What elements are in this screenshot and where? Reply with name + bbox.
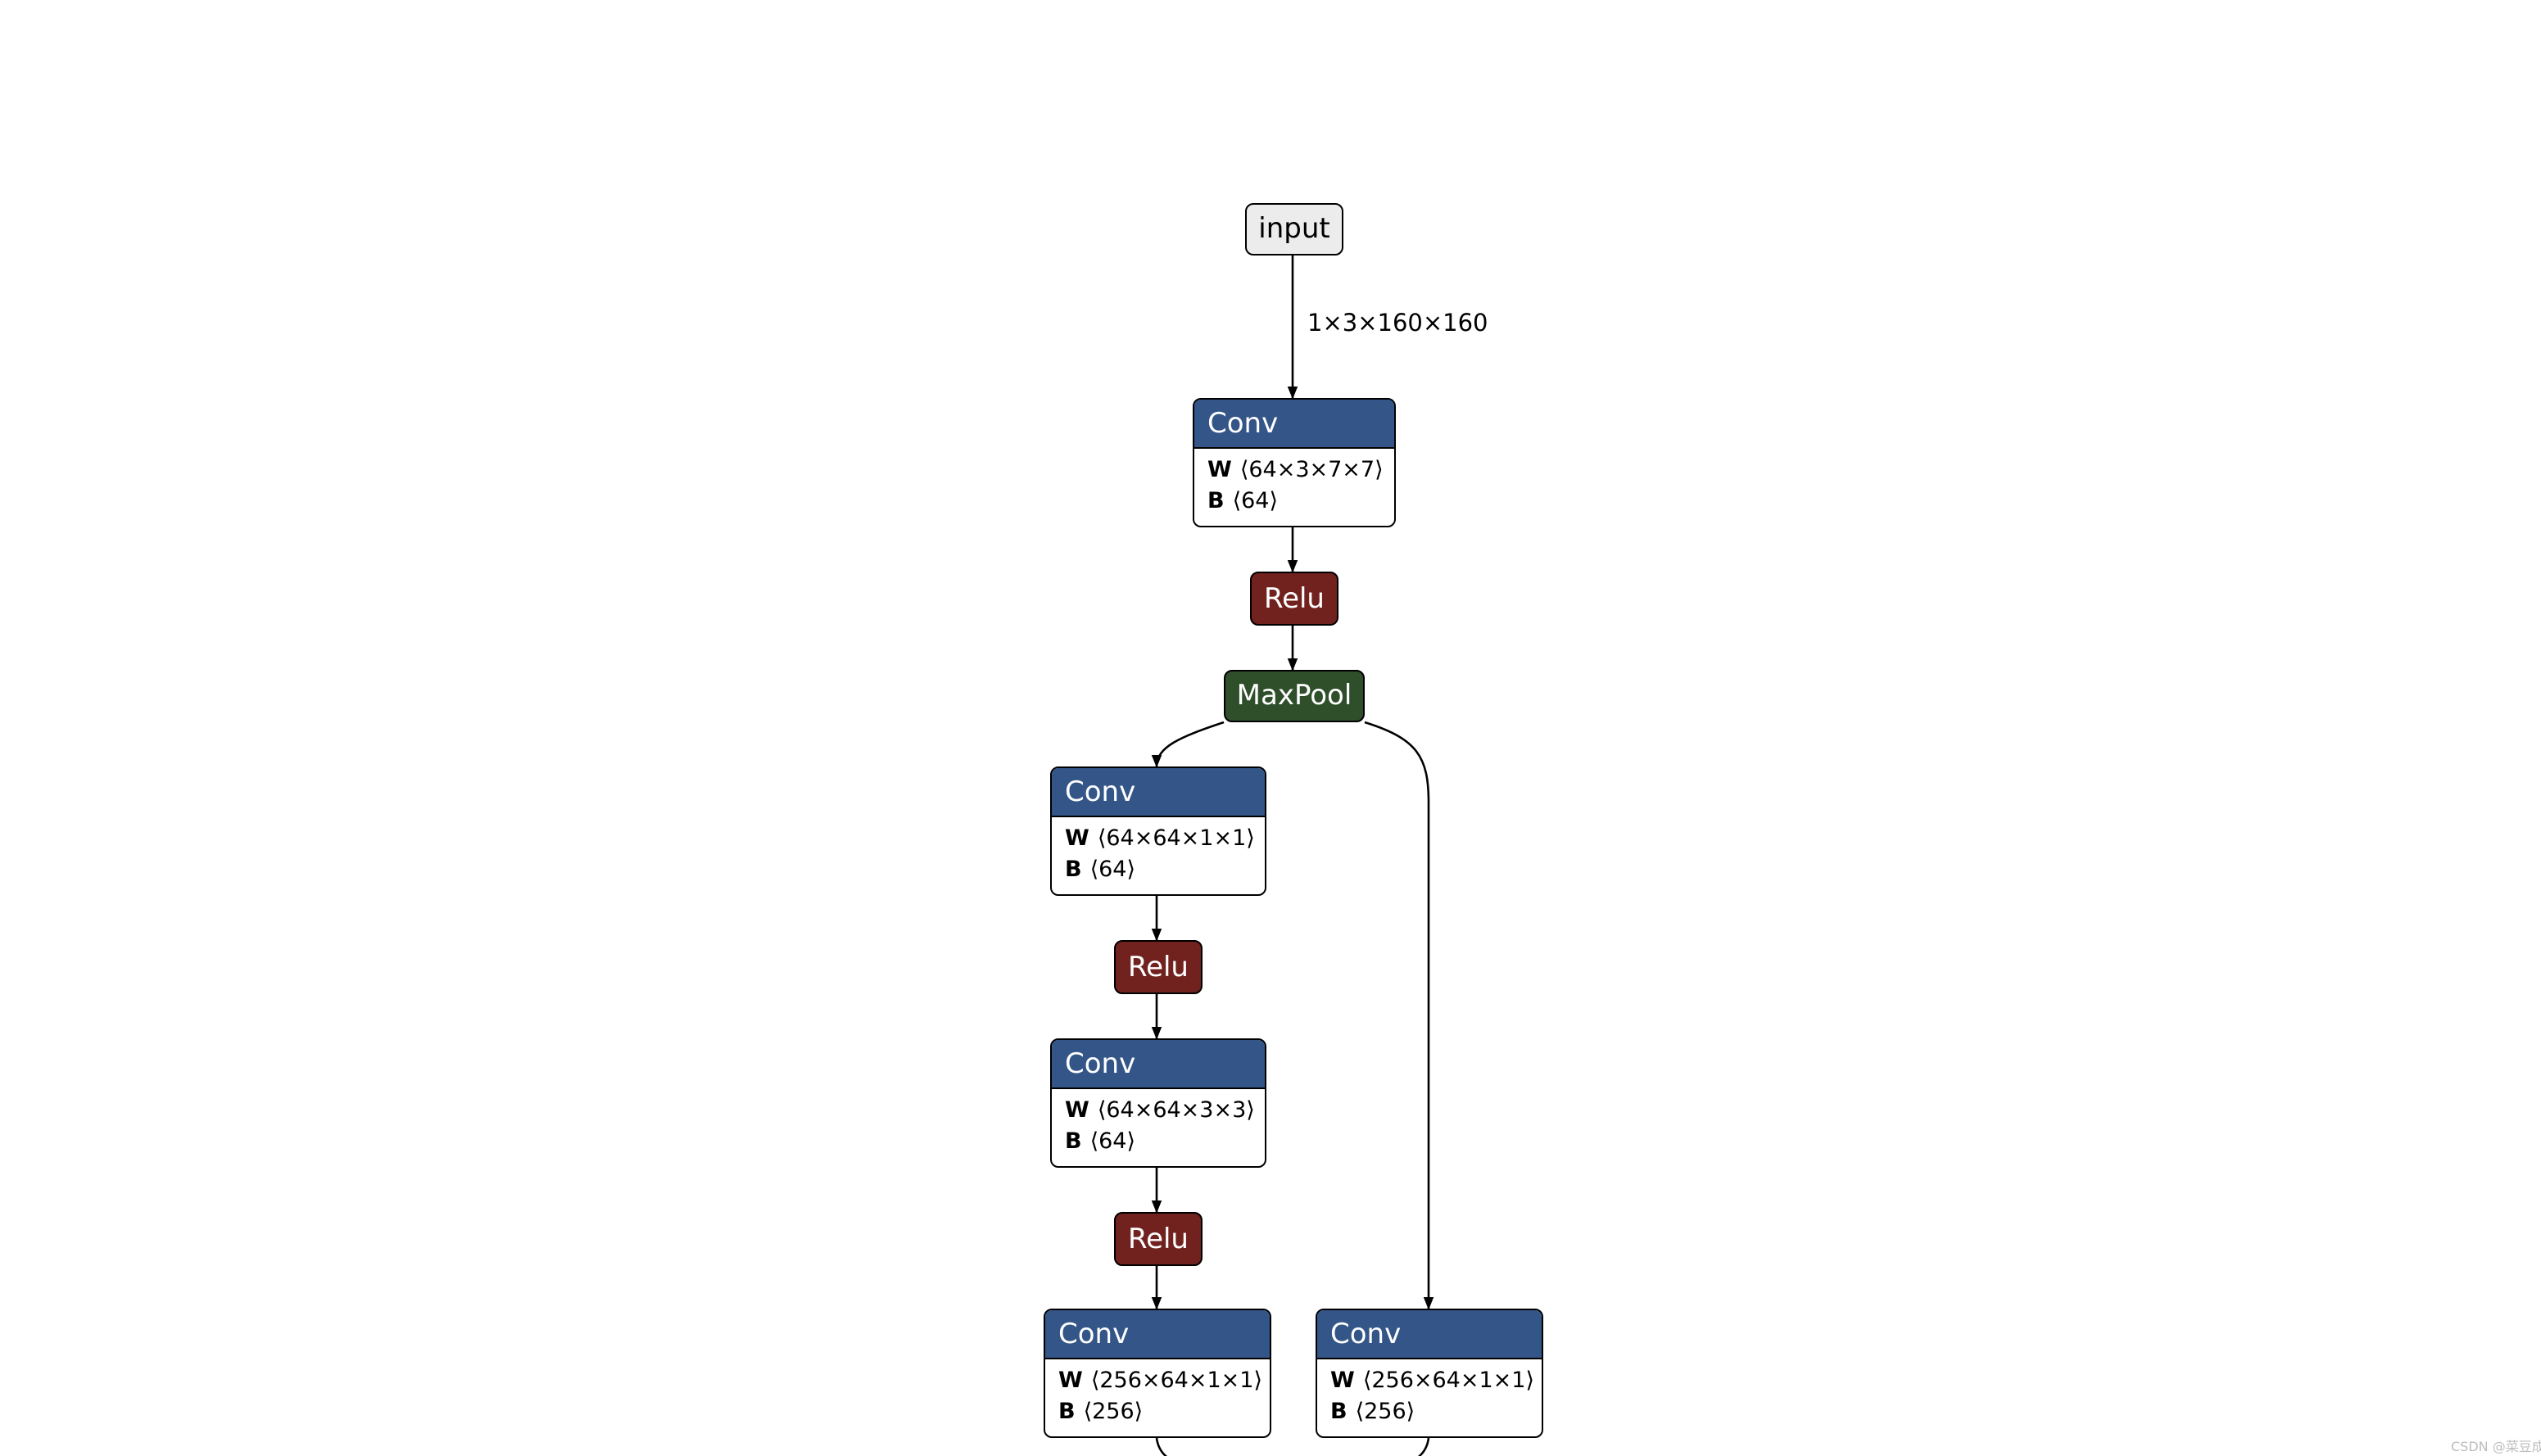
attr-weight-row: W ⟨256×64×1×1⟩ <box>1330 1366 1534 1397</box>
attr-weight-key: W <box>1330 1368 1355 1394</box>
edge-conv4-out <box>1155 1437 1168 1456</box>
attr-weight-key: W <box>1065 825 1089 852</box>
node-conv-3-title: Conv <box>1052 1040 1265 1089</box>
attr-weight-key: W <box>1065 1097 1089 1124</box>
attr-bias-shape: ⟨64⟩ <box>1089 1128 1136 1155</box>
node-conv-2-title: Conv <box>1052 768 1265 817</box>
node-conv-3[interactable]: Conv W ⟨64×64×3×3⟩ B ⟨64⟩ <box>1050 1038 1266 1168</box>
attr-weight-shape: ⟨256×64×1×1⟩ <box>1362 1368 1534 1394</box>
edge-conv5-out <box>1417 1437 1430 1456</box>
node-conv-2-attributes: W ⟨64×64×1×1⟩ B ⟨64⟩ <box>1052 817 1265 886</box>
attr-bias-shape: ⟨64⟩ <box>1232 488 1279 514</box>
attr-weight-shape: ⟨64×64×1×1⟩ <box>1097 825 1255 852</box>
attr-bias-key: B <box>1058 1399 1076 1425</box>
node-relu-2-label: Relu <box>1127 951 1189 983</box>
attr-bias-shape: ⟨256⟩ <box>1355 1399 1415 1425</box>
node-input[interactable]: input <box>1245 203 1343 255</box>
node-relu-1-label: Relu <box>1263 582 1325 615</box>
node-relu-3-label: Relu <box>1127 1223 1189 1255</box>
edge-label-input-shape: 1×3×160×160 <box>1307 311 1488 337</box>
attr-weight-row: W ⟨256×64×1×1⟩ <box>1058 1366 1262 1397</box>
attr-bias-row: B ⟨256⟩ <box>1058 1397 1257 1428</box>
attr-bias-row: B ⟨64⟩ <box>1207 486 1381 518</box>
edge-maxpool-conv5 <box>1364 721 1434 1310</box>
node-relu-3[interactable]: Relu <box>1114 1212 1203 1266</box>
attr-bias-key: B <box>1207 488 1225 514</box>
node-maxpool-label: MaxPool <box>1236 680 1352 712</box>
attr-bias-shape: ⟨256⟩ <box>1083 1399 1144 1425</box>
attr-bias-key: B <box>1065 857 1082 883</box>
attr-bias-row: B ⟨64⟩ <box>1065 855 1252 886</box>
node-conv-4-attributes: W ⟨256×64×1×1⟩ B ⟨256⟩ <box>1045 1359 1270 1428</box>
node-conv-1[interactable]: Conv W ⟨64×3×7×7⟩ B ⟨64⟩ <box>1193 398 1396 527</box>
attr-weight-key: W <box>1058 1368 1083 1394</box>
node-conv-4-title: Conv <box>1045 1310 1270 1359</box>
node-relu-1[interactable]: Relu <box>1250 572 1338 626</box>
edge-maxpool-conv2 <box>1151 721 1225 768</box>
node-input-label: input <box>1258 213 1330 246</box>
attr-bias-row: B ⟨256⟩ <box>1330 1397 1529 1428</box>
attr-bias-row: B ⟨64⟩ <box>1065 1127 1252 1158</box>
attr-weight-shape: ⟨256×64×1×1⟩ <box>1090 1368 1262 1394</box>
attr-weight-row: W ⟨64×3×7×7⟩ <box>1207 455 1384 486</box>
node-conv-4[interactable]: Conv W ⟨256×64×1×1⟩ B ⟨256⟩ <box>1044 1309 1271 1438</box>
node-conv-5-title: Conv <box>1317 1310 1542 1359</box>
attr-weight-key: W <box>1207 457 1232 483</box>
node-conv-5[interactable]: Conv W ⟨256×64×1×1⟩ B ⟨256⟩ <box>1316 1309 1543 1438</box>
attr-weight-row: W ⟨64×64×3×3⟩ <box>1065 1096 1255 1127</box>
node-conv-1-attributes: W ⟨64×3×7×7⟩ B ⟨64⟩ <box>1194 449 1394 518</box>
node-conv-3-attributes: W ⟨64×64×3×3⟩ B ⟨64⟩ <box>1052 1089 1265 1158</box>
node-conv-2[interactable]: Conv W ⟨64×64×1×1⟩ B ⟨64⟩ <box>1050 766 1266 896</box>
attr-bias-shape: ⟨64⟩ <box>1089 857 1136 883</box>
attr-weight-shape: ⟨64×64×3×3⟩ <box>1097 1097 1255 1124</box>
node-conv-5-attributes: W ⟨256×64×1×1⟩ B ⟨256⟩ <box>1317 1359 1542 1428</box>
node-conv-1-title: Conv <box>1194 400 1394 449</box>
node-relu-2[interactable]: Relu <box>1114 940 1203 994</box>
attr-bias-key: B <box>1330 1399 1348 1425</box>
attr-weight-row: W ⟨64×64×1×1⟩ <box>1065 824 1255 855</box>
node-maxpool[interactable]: MaxPool <box>1224 670 1365 722</box>
watermark: CSDN @菜豆成 <box>2451 1440 2541 1454</box>
attr-bias-key: B <box>1065 1128 1082 1155</box>
attr-weight-shape: ⟨64×3×7×7⟩ <box>1239 457 1384 483</box>
